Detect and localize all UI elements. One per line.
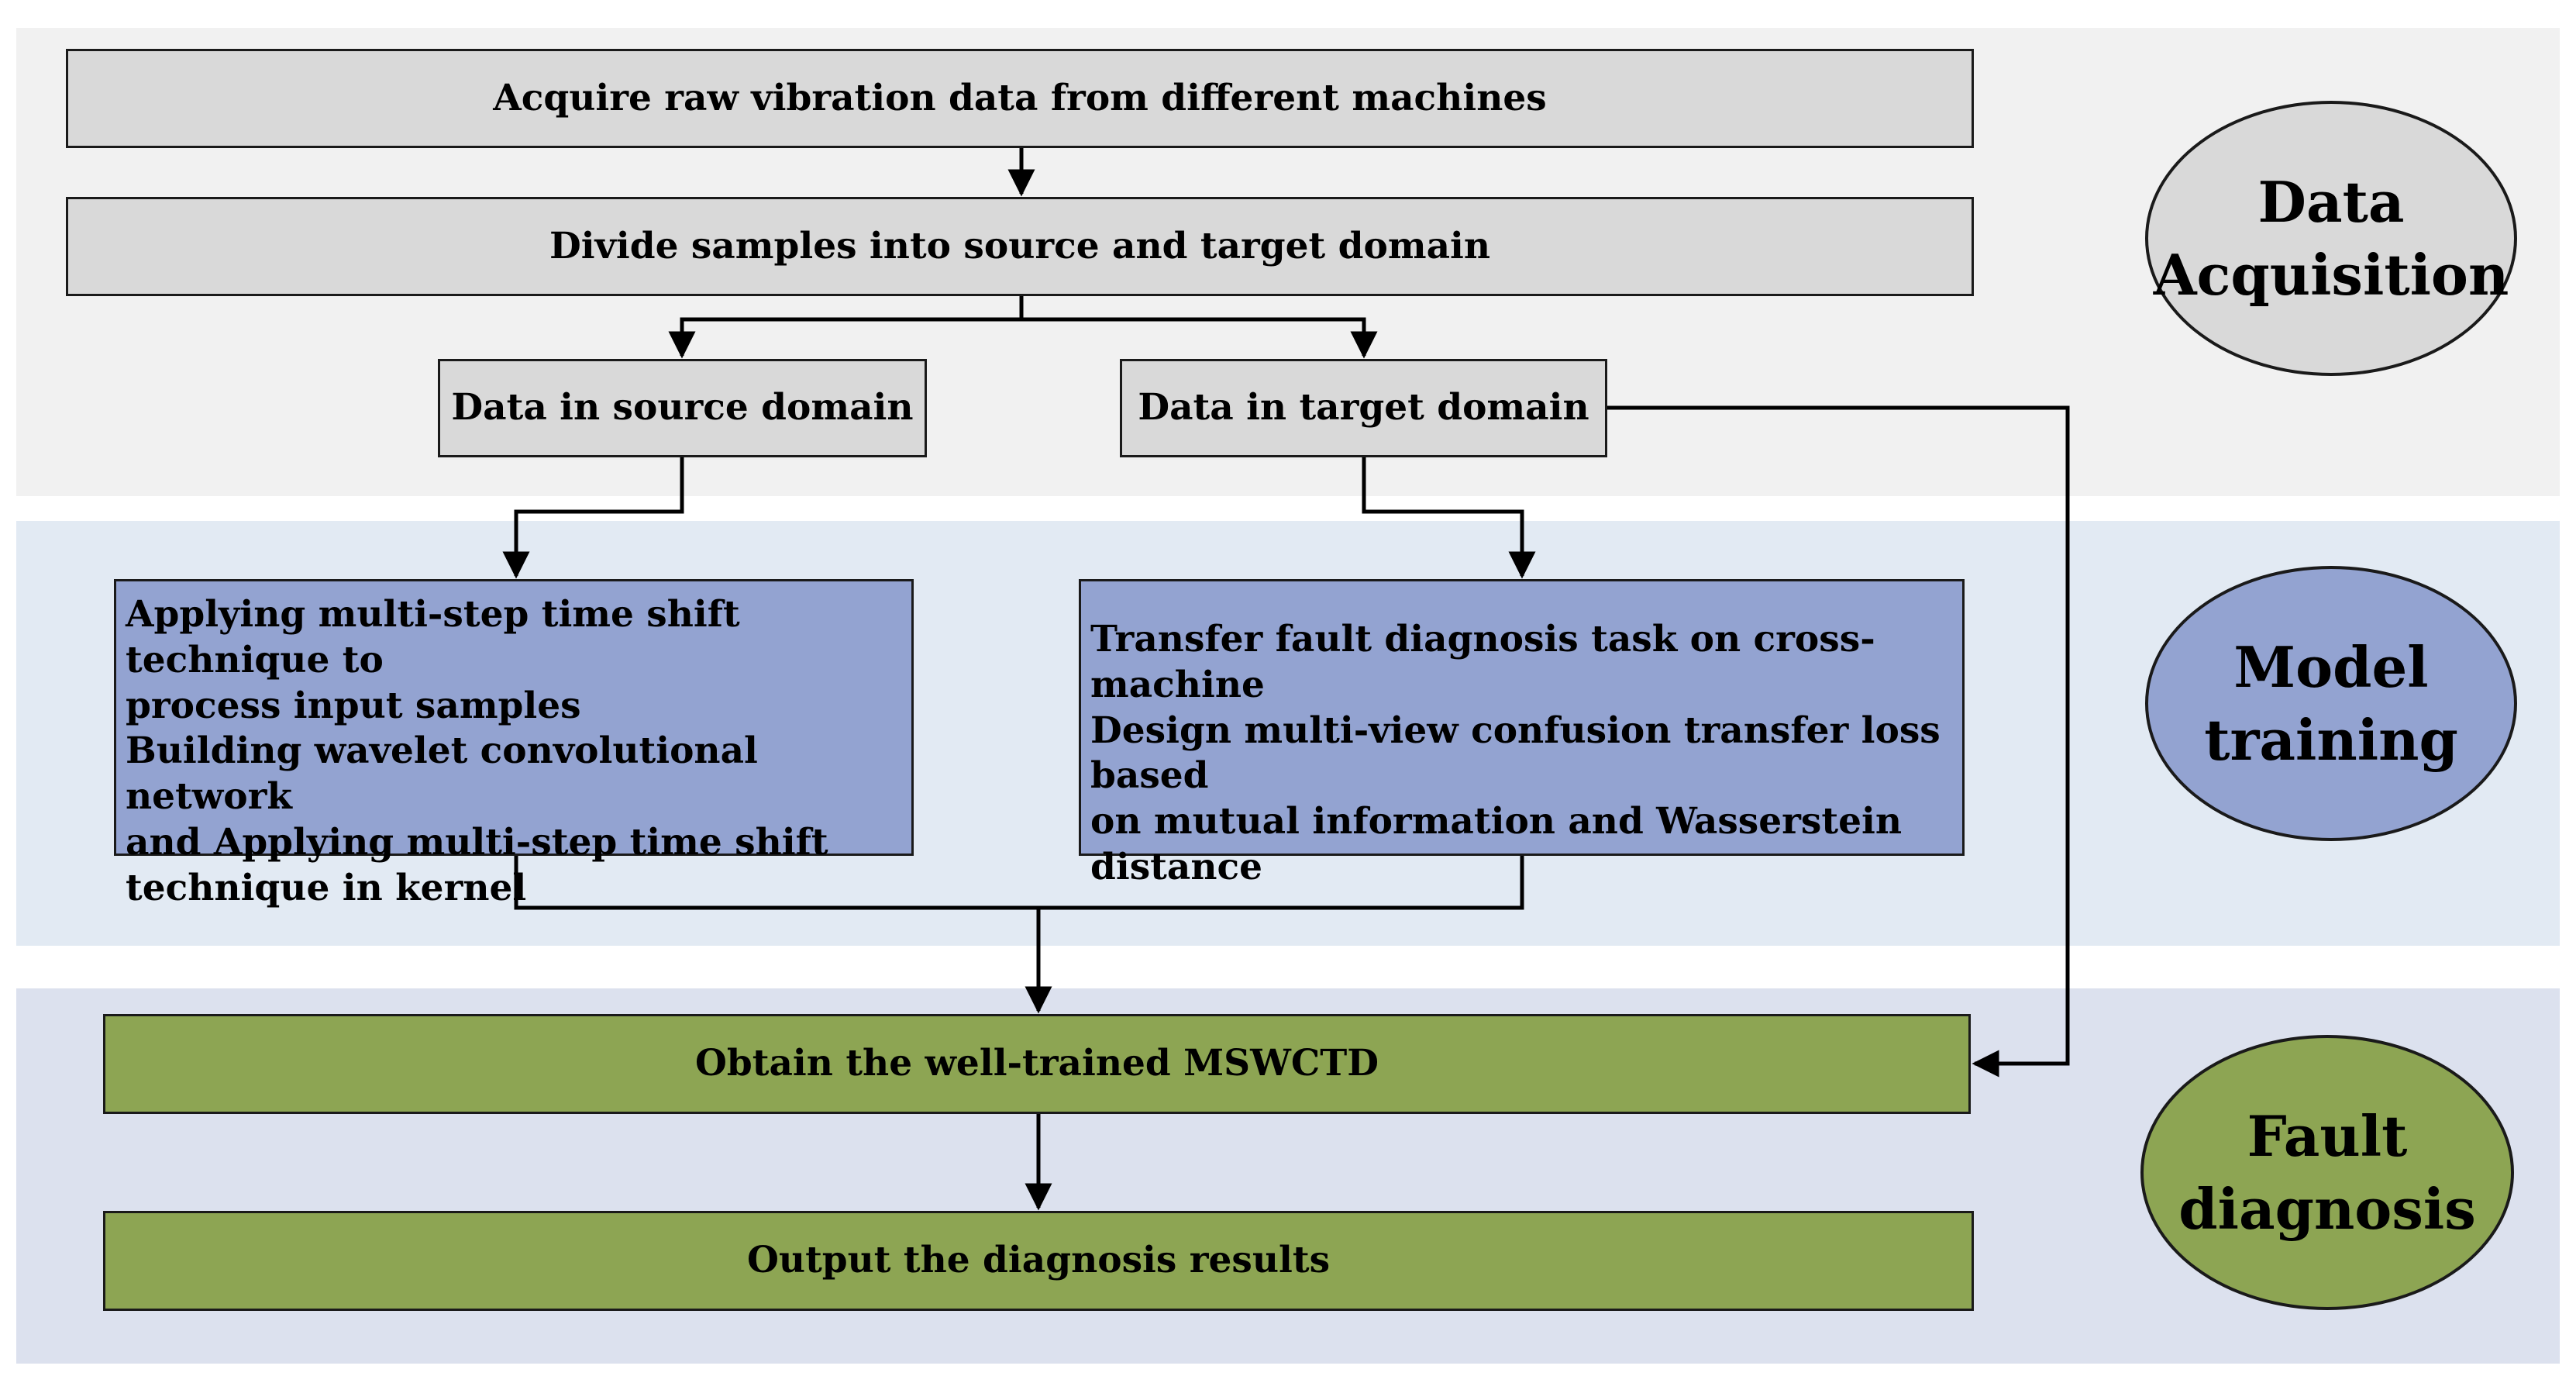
data-acquisition-label: Data Acquisition: [2145, 101, 2517, 376]
data-acquisition-label-line2: Acquisition: [2153, 241, 2509, 308]
output-results-box: Output the diagnosis results: [103, 1211, 1974, 1311]
line-training-merge: [514, 856, 1524, 910]
transfer-loss-box: Transfer fault diagnosis task on cross-m…: [1079, 579, 1965, 888]
arrow-source-down: [502, 457, 684, 579]
acquire-raw-data-box: Acquire raw vibration data from differen…: [66, 49, 1974, 148]
left-box-line-5: technique in kernel: [126, 866, 527, 909]
model-training-label-line1: Model: [2233, 633, 2429, 700]
arrow-target-bypass: [1607, 405, 2070, 1078]
arrow-target-down: [1362, 457, 1536, 579]
right-box-line-1: Transfer fault diagnosis task on cross-m…: [1090, 618, 1875, 706]
arrow-divide-to-split: [668, 296, 1024, 359]
multi-step-time-shift-box: Applying multi-step time shift technique…: [114, 579, 914, 909]
left-box-line-3: Building wavelet convolutional network: [126, 729, 758, 818]
right-box-line-4: on mutual information and Wasserstein di…: [1090, 800, 1903, 888]
left-box-line-2: process input samples: [126, 684, 581, 727]
left-box-line-4: and Applying multi-step time shift: [126, 820, 828, 864]
target-domain-box: Data in target domain: [1120, 359, 1607, 457]
source-domain-box: Data in source domain: [438, 359, 927, 457]
right-box-line-3: Design multi-view confusion transfer los…: [1090, 709, 1941, 798]
model-training-label: Model training: [2145, 566, 2517, 841]
fault-diagnosis-label: Fault diagnosis: [2140, 1035, 2514, 1310]
model-training-label-line2: training: [2204, 706, 2458, 773]
obtain-model-box: Obtain the well-trained MSWCTD: [103, 1014, 1971, 1114]
left-box-line-1: Applying multi-step time shift technique…: [126, 593, 740, 681]
arrow-split-to-target: [1021, 317, 1378, 359]
data-acquisition-label-line1: Data: [2257, 168, 2405, 235]
divide-samples-box: Divide samples into source and target do…: [66, 197, 1974, 296]
fault-diagnosis-label-line2: diagnosis: [2178, 1175, 2476, 1242]
fault-diagnosis-label-line1: Fault: [2247, 1102, 2408, 1169]
